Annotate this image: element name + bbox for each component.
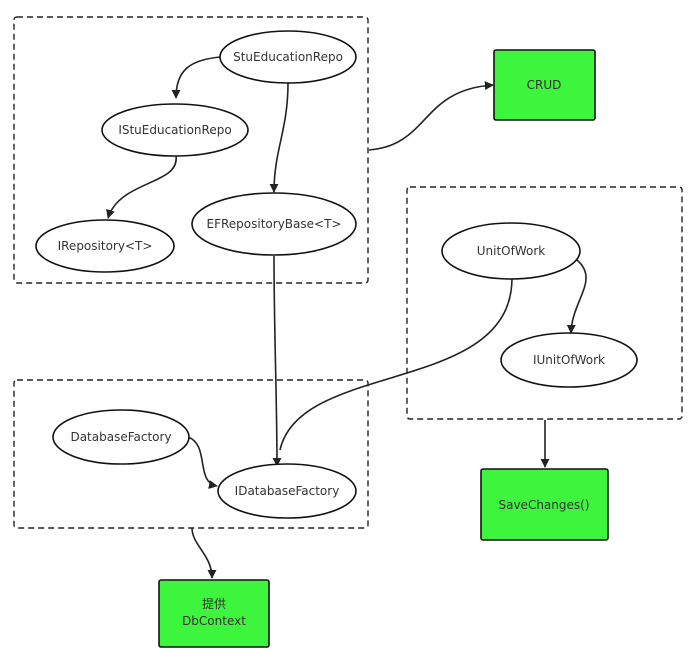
node-databasefactory-label: DatabaseFactory bbox=[70, 430, 171, 444]
node-stueducationrepo-label: StuEducationRepo bbox=[233, 50, 343, 64]
unit-of-work-group bbox=[406, 186, 683, 420]
database-factory-group bbox=[13, 379, 369, 529]
node-unitofwork: UnitOfWork bbox=[441, 222, 581, 280]
node-istueducationrepo: IStuEducationRepo bbox=[101, 103, 249, 157]
edge-database-factory-group-to-provide-dbcontext bbox=[191, 527, 217, 579]
repository-group bbox=[13, 16, 369, 284]
edge-efrepositorybase-to-idatabasefactory bbox=[272, 255, 282, 467]
node-stueducationrepo: StuEducationRepo bbox=[219, 30, 357, 84]
node-efrepositorybase: EFRepositoryBase<T> bbox=[191, 192, 357, 256]
box-provide-dbcontext: 提供 DbContext bbox=[158, 579, 270, 648]
edge-databasefactory-to-idatabasefactory bbox=[187, 436, 218, 489]
edge-stueducationrepo-to-istueducationrepo bbox=[171, 56, 221, 99]
node-idatabasefactory: IDatabaseFactory bbox=[217, 463, 357, 519]
box-crud-label: CRUD bbox=[527, 78, 562, 92]
node-idatabasefactory-label: IDatabaseFactory bbox=[235, 484, 340, 498]
box-savechanges: SaveChanges() bbox=[480, 468, 609, 541]
box-provide-label-line2: DbContext bbox=[182, 614, 246, 628]
node-iunitofwork: IUnitOfWork bbox=[500, 332, 638, 388]
edge-unitofwork-to-idatabasefactory bbox=[279, 277, 513, 451]
node-unitofwork-label: UnitOfWork bbox=[477, 244, 546, 258]
node-iunitofwork-label: IUnitOfWork bbox=[533, 353, 605, 367]
node-irepository-label: IRepository<T> bbox=[58, 239, 153, 253]
node-istueducationrepo-label: IStuEducationRepo bbox=[118, 123, 231, 137]
node-irepository: IRepository<T> bbox=[35, 219, 175, 273]
edge-repository-group-to-crud bbox=[368, 81, 494, 151]
node-databasefactory: DatabaseFactory bbox=[52, 409, 190, 465]
edge-unitofwork-to-iunitofwork bbox=[566, 259, 587, 334]
box-crud: CRUD bbox=[493, 49, 596, 121]
edge-stueducationrepo-to-efrepositorybase bbox=[269, 82, 289, 193]
edge-istueducationrepo-to-irepository bbox=[106, 155, 177, 219]
box-savechanges-label: SaveChanges() bbox=[498, 498, 589, 512]
node-efrepositorybase-label: EFRepositoryBase<T> bbox=[207, 217, 342, 231]
box-provide-label-line1: 提供 bbox=[202, 596, 226, 611]
